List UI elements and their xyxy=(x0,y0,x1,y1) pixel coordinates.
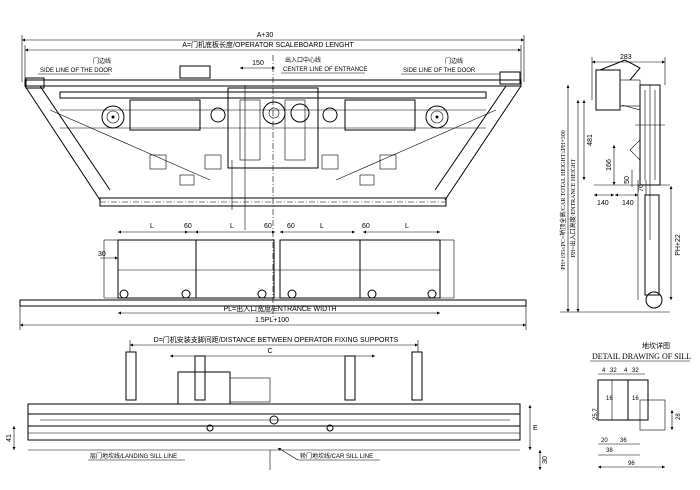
dim-60-3: 60 xyxy=(287,223,295,230)
sill-detail: 地坎详图 DETAIL DRAWING OF SILL 4 32 4 32 16… xyxy=(590,341,691,469)
dim-60-1: 60 xyxy=(184,223,192,230)
sill-d28: 28 xyxy=(676,413,682,420)
sill-d32b: 32 xyxy=(632,368,639,374)
side-line-cn-right: 门边线 xyxy=(445,57,463,65)
sill-d16a: 16 xyxy=(606,396,613,402)
side-line-en-left: SIDE LINE OF THE DOOR xyxy=(40,68,113,74)
door-panel-2 xyxy=(195,239,275,299)
sill-d38: 38 xyxy=(606,448,613,454)
dim-76: 76 xyxy=(638,184,645,192)
dim-l-1: L xyxy=(150,223,154,230)
dim-c: C xyxy=(267,348,272,355)
dim-30-top: 30 xyxy=(98,251,106,258)
sill-bar xyxy=(19,299,527,307)
dim-140a: 140 xyxy=(597,200,609,207)
dim-a-text: A=门机底板长度/OPERATOR SCALEBOARD LENGHT xyxy=(182,40,354,49)
dim-50: 50 xyxy=(624,176,631,184)
door-panel-4 xyxy=(359,239,441,299)
dim-166: 166 xyxy=(606,159,613,171)
dim-l-2: L xyxy=(230,223,234,230)
top-view: A+30 A=门机底板长度/OPERATOR SCALEBOARD LENGHT… xyxy=(19,32,527,330)
dim-41: 41 xyxy=(6,434,13,442)
center-line-en: CENTER LINE OF ENTRANCE xyxy=(283,67,367,73)
dim-140b: 140 xyxy=(622,200,634,207)
motor-block xyxy=(177,371,231,405)
car-sill-label: 轿门地坎线/CAR SILL LINE xyxy=(300,452,373,460)
pulley-left xyxy=(101,105,125,129)
dim-15pl: 1.5PL+100 xyxy=(255,317,289,324)
side-view: 283 481 166 50 76 140 140 PH+22 xyxy=(559,54,682,313)
center-line-cn: 出入口中心线 xyxy=(285,56,321,64)
dim-l-4: L xyxy=(405,223,409,230)
dim-150: 150 xyxy=(252,60,264,67)
sill-d36: 36 xyxy=(620,438,627,444)
door-panel-1 xyxy=(117,239,197,299)
dim-481: 481 xyxy=(587,134,594,146)
sill-d4b: 4 xyxy=(624,368,628,374)
dim-d: D=门机安装支脚间距/DISTANCE BETWEEN OPERATOR FIX… xyxy=(154,335,399,344)
sill-d20: 20 xyxy=(601,438,608,444)
dim-ph22: PH+22 xyxy=(675,234,682,256)
sill-d257: 25.7 xyxy=(593,408,599,420)
landing-sill-label: 层门地坎线/LANDING SILL LINE xyxy=(90,452,177,460)
sill-d32: 32 xyxy=(610,368,617,374)
side-door-panel xyxy=(644,194,660,296)
door-panel-3 xyxy=(279,239,361,299)
sill-block-left xyxy=(597,379,629,421)
base-plate xyxy=(27,403,521,415)
sill-title-en: DETAIL DRAWING OF SILL xyxy=(592,352,691,361)
sill-title-cn: 地坎详图 xyxy=(642,341,670,350)
dim-60-2: 60 xyxy=(264,223,272,230)
bottom-view: D=门机安装支脚间距/DISTANCE BETWEEN OPERATOR FIX… xyxy=(6,335,549,470)
sill-d96: 96 xyxy=(628,461,635,467)
dim-30-bottom: 30 xyxy=(542,456,549,464)
side-line-cn-left: 门边线 xyxy=(93,57,111,65)
dim-l-3: L xyxy=(320,223,324,230)
dim-283: 283 xyxy=(620,54,632,61)
dim-60-4: 60 xyxy=(362,223,370,230)
dim-a30-text: A+30 xyxy=(257,32,274,39)
drive-pulley xyxy=(262,101,286,125)
dim-pl: PL=出入口宽度/ENTRANCE WIDTH xyxy=(224,304,337,313)
vert-label-2: PH=出入口高度/ENTRANCE HEIGHT xyxy=(569,158,577,257)
dim-e: E xyxy=(533,425,538,432)
motor-box xyxy=(595,69,621,111)
sill-d4: 4 xyxy=(602,368,606,374)
pulley-right xyxy=(425,105,449,129)
vert-label-1: PH+195≤PC=轿顶全高/CAR TOTAL HEIGHT≤PH+300 xyxy=(559,130,567,270)
side-line-en-right: SIDE LINE OF THE DOOR xyxy=(403,68,476,74)
sill-d16b: 16 xyxy=(632,396,639,402)
